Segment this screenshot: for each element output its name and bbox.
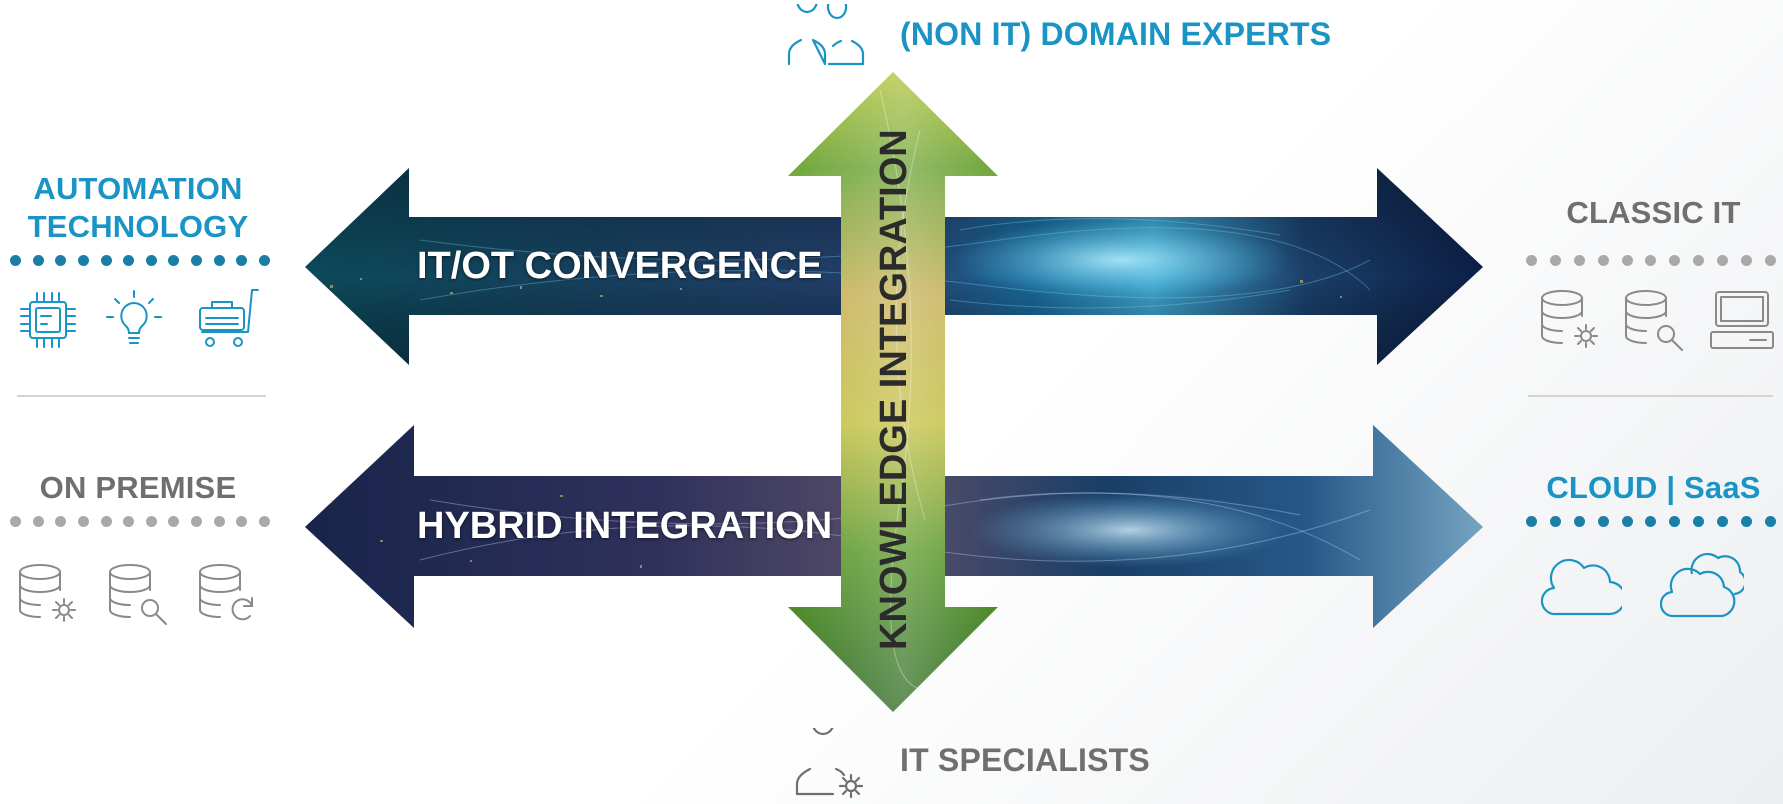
database-search-icon — [106, 562, 172, 628]
lightbulb-icon — [103, 289, 165, 351]
label-domain-experts: (NON IT) DOMAIN EXPERTS — [900, 16, 1332, 52]
dot-row-automation — [10, 255, 270, 266]
cloud-icon — [1540, 552, 1622, 620]
arrow-knowledge-integration — [788, 72, 998, 712]
on-premise-title: ON PREMISE — [39, 470, 237, 505]
automation-technology-title: AUTOMATION TECHNOLOGY — [0, 170, 276, 246]
double-cloud-icon — [1660, 544, 1744, 622]
divider-right — [1528, 395, 1773, 397]
dot-row-on-premise — [10, 516, 270, 527]
cart-icon — [196, 286, 262, 352]
user-gear-icon — [793, 728, 869, 802]
dot-row-cloud — [1526, 516, 1776, 527]
automation-title-line1: AUTOMATION — [33, 171, 243, 206]
computer-icon — [1708, 288, 1776, 354]
label-hybrid-integration: HYBRID INTEGRATION — [417, 505, 833, 547]
automation-title-line2: TECHNOLOGY — [27, 209, 249, 244]
users-icon — [787, 4, 865, 68]
divider-left — [17, 395, 266, 397]
classic-it-title: CLASSIC IT — [1566, 195, 1741, 230]
database-refresh-icon — [196, 562, 262, 628]
dot-row-classic-it — [1526, 255, 1776, 266]
database-search-icon — [1622, 288, 1688, 354]
cloud-saas-title: CLOUD | SaaS — [1546, 470, 1761, 505]
chip-icon — [17, 289, 79, 351]
database-gear-icon — [1538, 288, 1604, 354]
label-it-ot-convergence: IT/OT CONVERGENCE — [417, 245, 823, 287]
database-gear-icon — [16, 562, 82, 628]
label-it-specialists: IT SPECIALISTS — [900, 742, 1150, 778]
label-knowledge-integration: KNOWLEDGE INTEGRATION — [873, 129, 915, 650]
